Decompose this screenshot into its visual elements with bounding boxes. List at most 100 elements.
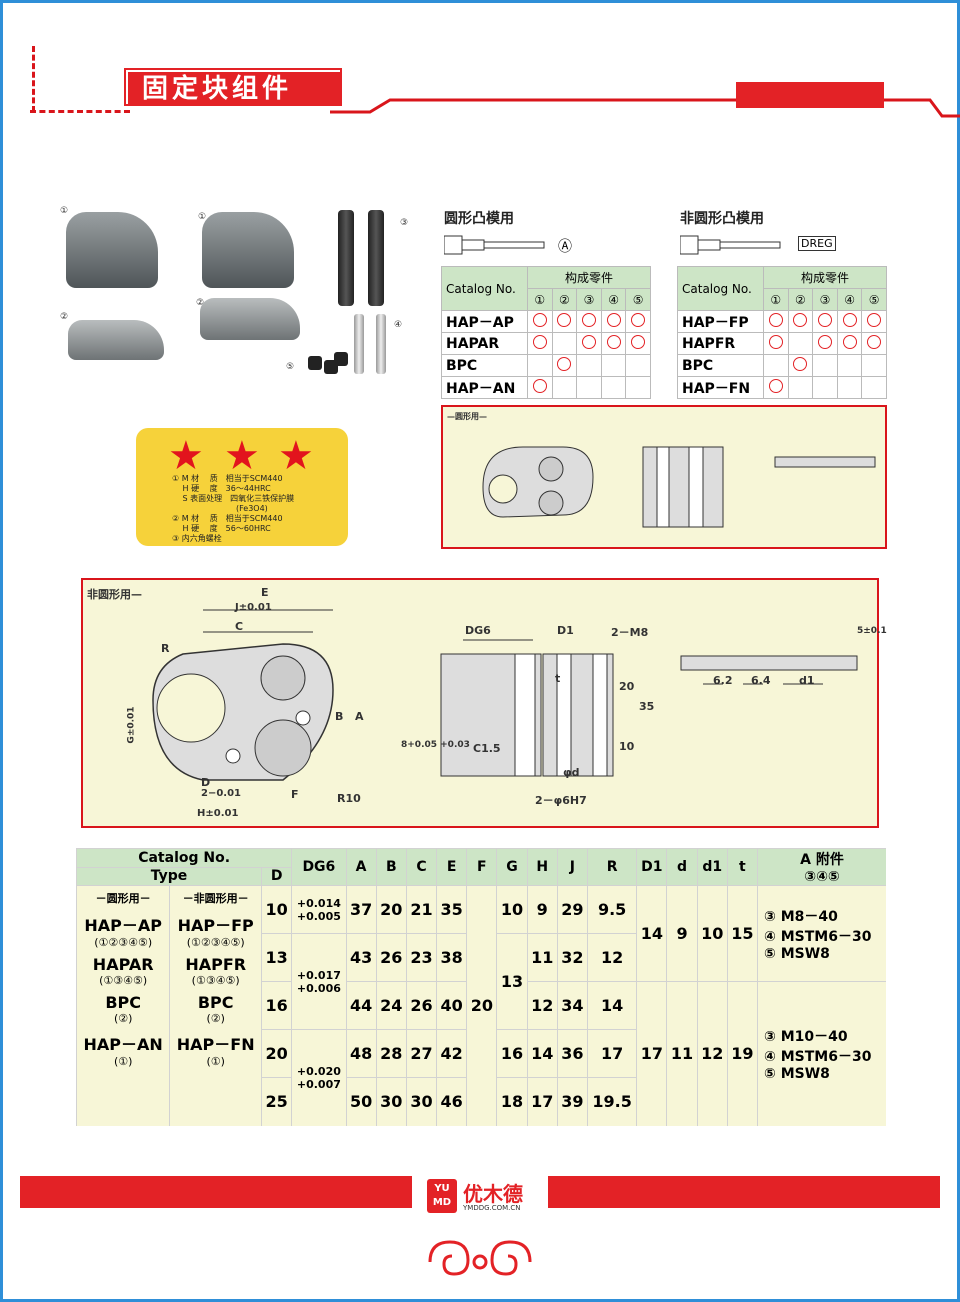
photo-label: ① [60,206,69,216]
photo-label: ② [60,312,69,322]
badge-top: YU [434,1183,450,1194]
value-cell: 19.5 [586,1077,637,1126]
d-header: D [261,866,292,886]
catalog-header: Catalog No. [75,848,292,867]
type-parts: (②) [206,1012,225,1025]
part-col: ④ [836,288,863,311]
dg6-cell: +0.020 +0.007 [291,1029,346,1126]
accessory-item: ④ MSTM6－30 [764,928,872,945]
circle-mark-icon [581,312,596,327]
accessory-title: A 附件 [800,852,844,868]
circle-mark-icon [867,334,882,349]
value-cell: 9 [526,885,558,934]
col-header: C [405,848,437,886]
col-header: F [466,848,497,886]
accessory-item: ③ M8－40 [764,908,838,925]
part-cell [527,376,553,399]
dim-5: 5±0.1 [857,626,887,636]
cat-header: Catalog No. [677,266,764,311]
circle-mark-icon [793,312,808,327]
part-cell [763,332,789,355]
brand-name: 优木德 [463,1182,523,1206]
part-col: ① [527,288,553,311]
value-cell: 17 [526,1077,558,1126]
type-parts: (①) [113,1055,133,1068]
type-name: HAPFR [185,955,247,974]
part-col: ⑤ [861,288,887,311]
catalog-name: HAP－FP [677,310,764,333]
dim-a: A [355,710,364,723]
badge-bottom: MD [432,1197,452,1208]
part-cell [527,354,553,377]
dim-d: D [201,776,211,789]
circle-mark-icon [581,334,596,349]
part-cell [861,354,887,377]
photo-label: ① [198,212,207,222]
part-cell [576,310,602,333]
value-cell: 32 [556,933,588,982]
dim-64: 6.4 [751,674,771,687]
col-header: DG6 [291,848,346,886]
dim-62: 6.2 [713,674,733,687]
value-cell: 38 [436,933,467,982]
value-cell: 26 [375,933,407,982]
value-cell: 40 [436,981,467,1030]
type-name: BPC [197,993,234,1012]
round-label: －圆形用－ [95,892,151,905]
value-cell: 35 [436,885,467,934]
group-cell: 11 [666,981,698,1126]
brand-url: YMDDG.COM.CN [463,1204,521,1212]
circle-mark-icon [768,378,783,393]
dim-r: R [161,642,170,655]
type-name: HAP－FP [177,916,254,935]
part-cell [551,354,578,377]
round-mark: Ⓐ [558,239,572,255]
dim-35: 35 [639,700,655,713]
value-cell: 29 [556,885,588,934]
type-parts: (②) [113,1012,133,1025]
nonround-section-title: 非圆形凸模用 [680,211,764,227]
round-types: －圆形用－HAP－AP(①②③④⑤)HAPAR(①③④⑤)BPC(②)HAP－A… [75,885,170,1126]
col-header: G [496,848,528,886]
circle-mark-icon [817,334,832,349]
dim-c15: C1.5 [473,742,501,755]
dim-f: F [291,788,299,801]
value-cell: 37 [345,885,377,934]
value-cell: 17 [586,1029,637,1078]
part-cell [576,332,602,355]
part-col: ③ [576,288,602,311]
part-cell [763,376,789,399]
value-cell: 34 [556,981,588,1030]
circle-mark-icon [793,356,808,371]
photo-label: ⑤ [286,362,295,372]
nonround-punch-icon: DREG [679,234,836,260]
part-cell [763,354,789,377]
part-cell [600,354,627,377]
nonround-types: －非圆形用－HAP－FP(①②③④⑤)HAPFR(①③④⑤)BPC(②)HAP－… [169,885,262,1126]
value-cell: 48 [345,1029,377,1078]
photo-label: ③ [400,218,409,228]
nonround-drawing-label: 非圆形用— [87,588,142,601]
accessory-item: ④ MSTM6－30 [764,1048,872,1065]
part-cell [861,310,887,333]
circle-mark-icon [867,312,882,327]
d-cell: 10 [261,885,292,934]
d-cell: 25 [261,1077,292,1126]
dim-j: J±0.01 [235,602,272,613]
swirl-ornament-icon [428,1240,532,1276]
value-cell: 16 [496,1029,528,1078]
col-header: D1 [636,848,667,886]
dim-c: C [235,620,244,633]
table-row: －圆形用－HAP－AP(①②③④⑤)HAPAR(①③④⑤)BPC(②)HAP－A… [75,885,886,1126]
d-cell: 13 [261,933,292,982]
dim-phi6: 2－φ6H7 [535,794,587,807]
value-cell: 12 [526,981,558,1030]
round-drawing-label: —圆形用— [447,412,487,421]
col-header: B [375,848,407,886]
dim-e: E [261,586,269,599]
